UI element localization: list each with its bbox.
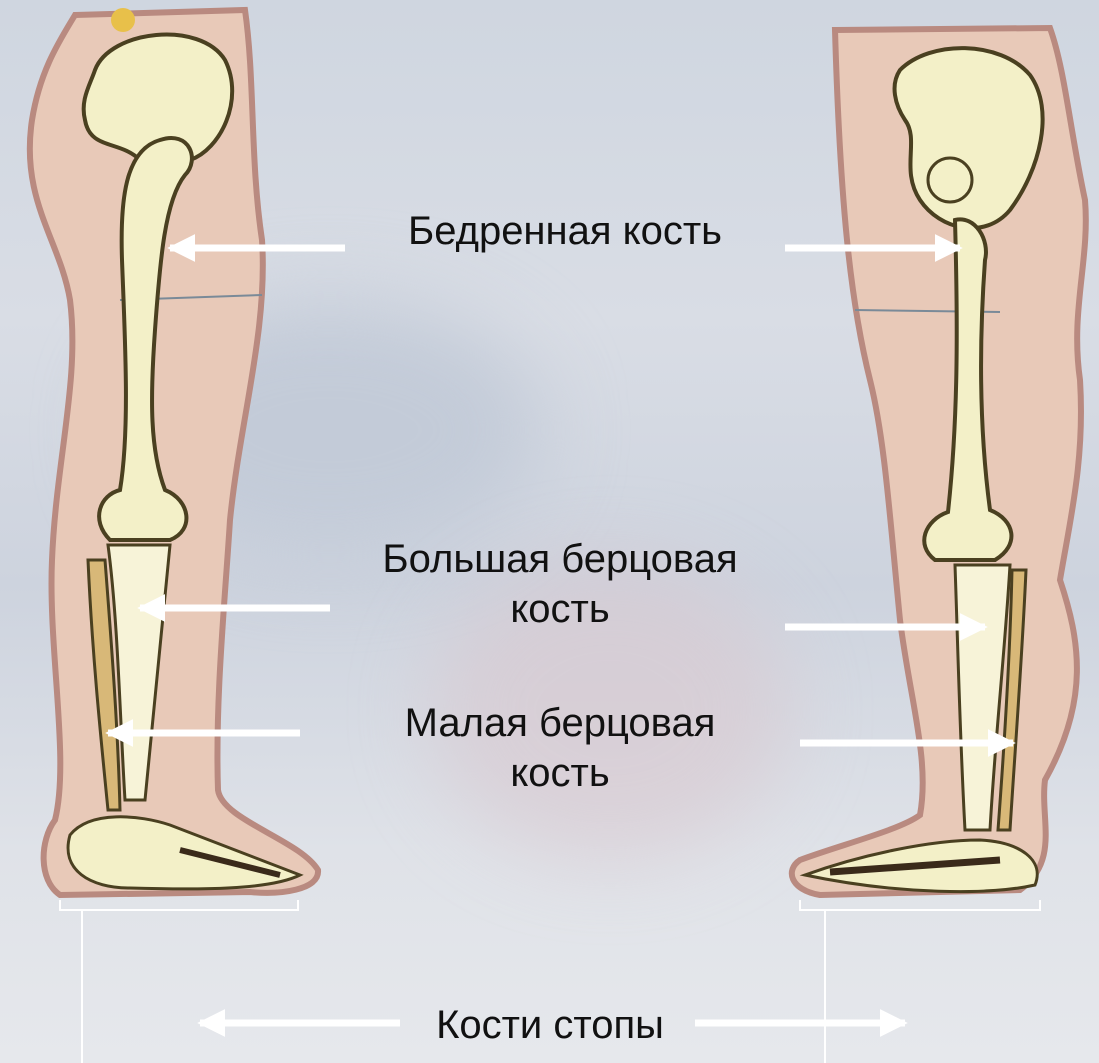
left-leg: [30, 8, 318, 895]
femur-label-text: Бедренная кость: [408, 209, 722, 253]
right-foot-bracket: [800, 900, 1040, 910]
left-sacrum-bone: [111, 8, 135, 32]
tibia-label-line1: Большая берцовая: [330, 534, 790, 584]
fibula-label-line2: кость: [340, 748, 780, 798]
foot-label-text: Кости стопы: [436, 1003, 664, 1047]
tibia-label: Большая берцовая кость: [330, 534, 790, 634]
fibula-label: Малая берцовая кость: [340, 698, 780, 798]
femur-label: Бедренная кость: [350, 206, 780, 256]
tibia-label-line2: кость: [330, 584, 790, 634]
right-leg: [792, 28, 1086, 895]
fibula-label-line1: Малая берцовая: [340, 698, 780, 748]
left-foot-bracket: [60, 900, 298, 910]
foot-label: Кости стопы: [400, 1000, 700, 1050]
